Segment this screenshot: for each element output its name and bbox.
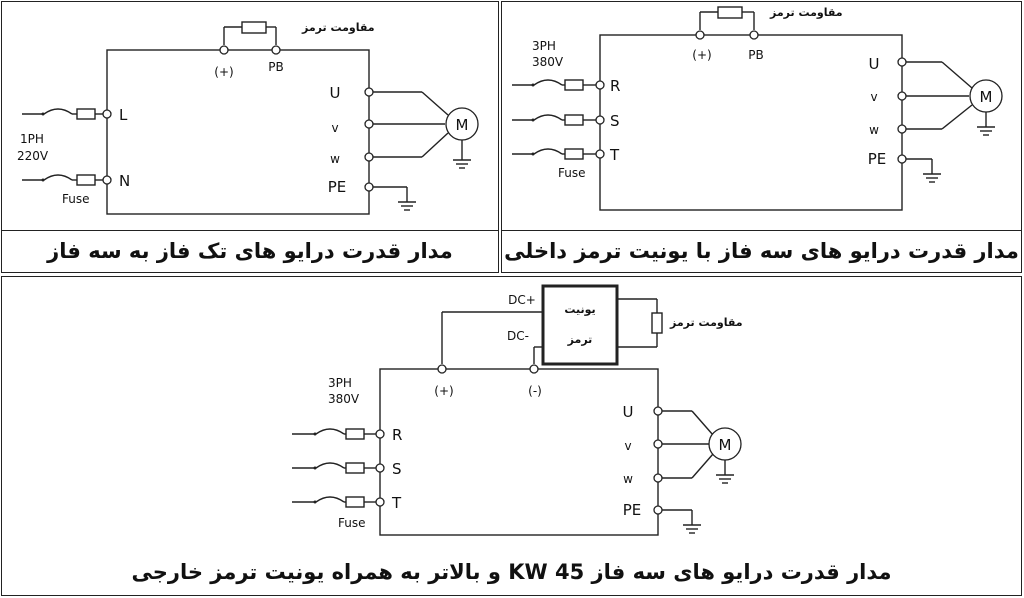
dc-pos-label: (+) — [692, 48, 711, 62]
terminal-w-label: w — [330, 152, 340, 166]
terminal-u-label: U — [623, 403, 634, 421]
pb-label: PB — [268, 60, 283, 74]
terminal-w — [653, 473, 663, 483]
dc-minus-label: DC- — [507, 329, 529, 343]
drive-box — [106, 49, 370, 215]
motor-label: M — [719, 436, 732, 454]
terminal-u-label: U — [330, 84, 341, 102]
input-line-s — [512, 114, 605, 126]
panel-three-phase-internal-brake: مقاومت ترمز (+) PB 3PH 380V R S T Fuse — [501, 1, 1022, 273]
terminal-n-label: N — [119, 172, 130, 190]
fuse-symbol — [43, 174, 73, 181]
terminal-l — [102, 109, 112, 119]
terminal-v-label: v — [624, 439, 631, 453]
input-line-r — [512, 79, 605, 91]
resistor-label: مقاومت ترمز — [669, 316, 743, 329]
fuse-label: Fuse — [338, 516, 366, 530]
brake-resistor — [717, 6, 743, 19]
diagram-single-phase: مقاومت ترمز (+) PB L N 1PH 220V Fuse U v… — [17, 21, 479, 215]
terminal-w — [364, 152, 374, 162]
input-line-t — [512, 148, 605, 160]
terminal-pb — [749, 30, 759, 40]
fuse-symbol — [43, 108, 73, 115]
terminal-v-label: v — [870, 90, 877, 104]
voltage-label: 380V — [328, 392, 360, 406]
panel-three-phase-external-brake: یونیت ترمز DC+ DC- (+) (-) مقاومت ترمز 3… — [1, 276, 1022, 596]
terminal-minus — [529, 364, 539, 374]
fuse-label: Fuse — [62, 192, 90, 206]
terminal-plus — [695, 30, 705, 40]
terminal-n — [102, 175, 112, 185]
fuse-label: Fuse — [558, 166, 586, 180]
terminal-v — [364, 119, 374, 129]
terminal-w-label: w — [869, 123, 879, 137]
input-line-t — [292, 496, 385, 508]
diagram-three-phase-internal: مقاومت ترمز (+) PB 3PH 380V R S T Fuse — [512, 6, 1003, 211]
terminal-pe — [653, 505, 663, 515]
voltage-label: 220V — [17, 149, 49, 163]
terminal-pe — [364, 182, 374, 192]
motor-label: M — [980, 88, 993, 106]
terminal-v-label: v — [331, 121, 338, 135]
terminal-s-label: S — [392, 460, 402, 478]
resistor-label: مقاومت ترمز — [769, 6, 843, 19]
terminal-t-label: T — [609, 146, 620, 164]
terminal-plus — [219, 45, 229, 55]
dc-neg-label: (-) — [528, 384, 542, 398]
voltage-label: 380V — [532, 55, 564, 69]
fuse-box — [76, 108, 96, 120]
brake-unit-line1: یونیت — [564, 303, 595, 316]
terminal-u — [364, 87, 374, 97]
fuse-box — [76, 174, 96, 186]
input-line-s — [292, 462, 385, 474]
brake-unit-box — [541, 284, 619, 366]
panel-caption: مدار قدرت درایو های سه فاز 45 KW و بالات… — [131, 560, 892, 584]
motor-label: M — [456, 116, 469, 134]
resistor-label: مقاومت ترمز — [301, 21, 375, 34]
supply-label: 1PH — [20, 132, 44, 146]
terminal-w-label: w — [623, 472, 633, 486]
terminal-t-label: T — [391, 494, 402, 512]
terminal-v — [653, 439, 663, 449]
input-line-r — [292, 428, 385, 440]
dc-pos-label: (+) — [214, 65, 233, 79]
dc-plus-label: DC+ — [508, 293, 536, 307]
panel-single-phase: مقاومت ترمز (+) PB L N 1PH 220V Fuse U v… — [1, 1, 499, 273]
terminal-plus — [437, 364, 447, 374]
terminal-w — [897, 124, 907, 134]
terminal-s-label: S — [610, 112, 620, 130]
pb-label: PB — [748, 48, 763, 62]
terminal-pb — [271, 45, 281, 55]
terminal-pe-label: PE — [328, 178, 347, 196]
terminal-u-label: U — [869, 55, 880, 73]
dc-pos-label: (+) — [434, 384, 453, 398]
supply-label: 3PH — [328, 376, 352, 390]
terminal-r-label: R — [392, 426, 402, 444]
brake-resistor — [651, 312, 663, 334]
terminal-l-label: L — [119, 106, 128, 124]
terminal-u — [897, 57, 907, 67]
terminal-pe — [897, 154, 907, 164]
terminal-v — [897, 91, 907, 101]
terminal-u — [653, 406, 663, 416]
brake-unit-line2: ترمز — [567, 333, 593, 346]
supply-label: 3PH — [532, 39, 556, 53]
drive-box — [379, 368, 659, 536]
brake-resistor — [241, 21, 267, 34]
terminal-pe-label: PE — [868, 150, 887, 168]
diagram-three-phase-external: یونیت ترمز DC+ DC- (+) (-) مقاومت ترمز 3… — [292, 284, 743, 536]
terminal-r-label: R — [610, 77, 620, 95]
panel-caption: مدار قدرت درایو های سه فاز با یونیت ترمز… — [504, 239, 1019, 263]
terminal-pe-label: PE — [623, 501, 642, 519]
panel-caption: مدار قدرت درایو های تک فاز به سه فاز — [47, 239, 453, 263]
